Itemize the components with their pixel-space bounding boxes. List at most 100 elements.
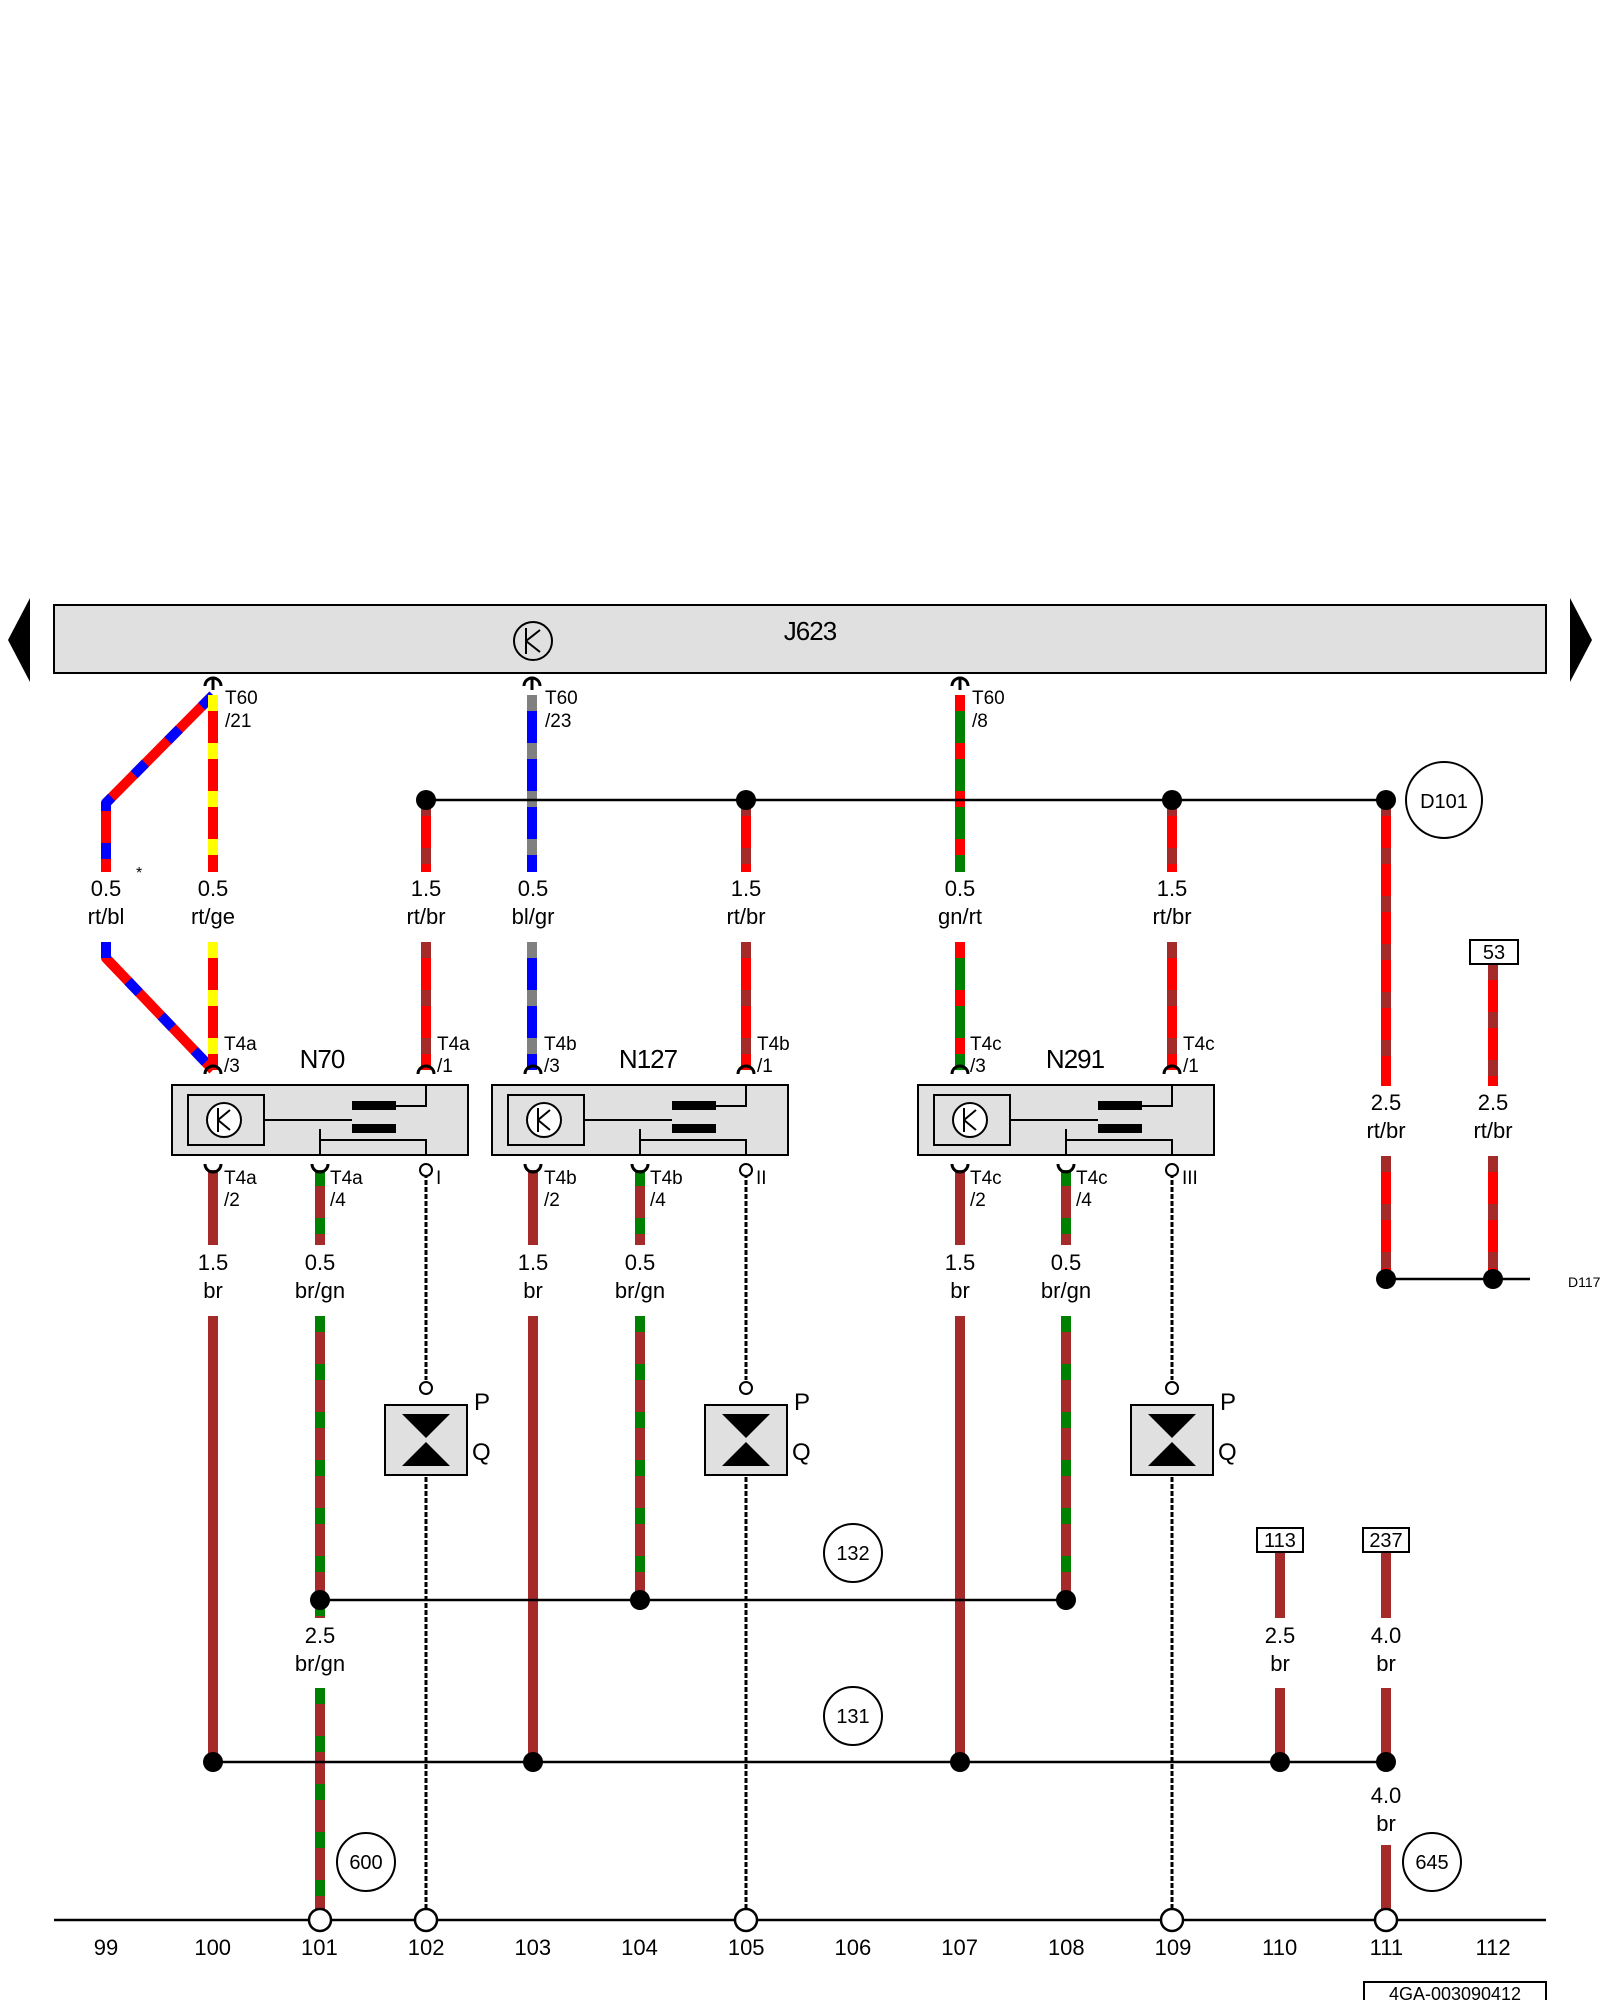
svg-text:D101: D101 [1420,791,1468,813]
svg-text:T4a: T4a [224,1034,257,1055]
ref-box-113[interactable]: 113 [1256,1527,1304,1553]
ref-box-53[interactable]: 53 [1469,939,1519,965]
svg-text:0.5: 0.5 [518,876,549,901]
prev-page-arrow-icon[interactable] [8,598,30,682]
svg-text:1.5: 1.5 [1157,876,1188,901]
wire-labels: 0.5 rt/bl * 0.5 rt/ge 1.5 rt/br 0.5 bl/g… [88,865,1513,1836]
svg-text:T4c: T4c [1076,1168,1108,1189]
svg-text:gn/rt: gn/rt [938,904,982,929]
svg-text:/1: /1 [1183,1056,1199,1077]
svg-text:br: br [523,1278,543,1303]
terminal-circles [307,1907,1399,1933]
svg-text:/2: /2 [224,1190,240,1211]
coil-output-terminals [419,1163,1179,1177]
component-n127-label: N127 [619,1044,678,1074]
svg-text:rt/bl: rt/bl [88,904,125,929]
connection-600: 600 [336,1832,396,1892]
scale-number: 111 [1370,1935,1403,1960]
coil-output-lines [424,1173,1174,1910]
svg-text:/4: /4 [1076,1190,1092,1211]
coil-output-n127-label: II [756,1168,767,1189]
svg-text:T4b: T4b [757,1034,790,1055]
scale-number: 105 [728,1935,765,1960]
svg-text:600: 600 [349,1852,382,1874]
svg-text:rt/ge: rt/ge [191,904,235,929]
svg-text:T60: T60 [225,688,258,709]
spark-plug-2 [704,1381,788,1476]
scale-number: 112 [1476,1935,1511,1960]
svg-text:131: 131 [836,1706,869,1728]
spark-plug-3 [1130,1381,1214,1476]
component-n70-label: N70 [300,1044,345,1074]
svg-text:2.5: 2.5 [1371,1090,1402,1115]
svg-text:237: 237 [1369,1530,1402,1552]
spark-plug-1-label-p: P [474,1389,490,1416]
spark-plug-2-label-p: P [794,1389,810,1416]
svg-text:0.5: 0.5 [945,876,976,901]
svg-text:br/gn: br/gn [295,1651,345,1676]
svg-text:rt/br: rt/br [726,904,765,929]
svg-text:T4a: T4a [330,1168,363,1189]
svg-text:T4c: T4c [970,1168,1002,1189]
scale-number: 108 [1048,1935,1085,1960]
svg-text:*: * [136,865,142,882]
svg-text:132: 132 [836,1543,869,1565]
svg-text:2.5: 2.5 [1478,1090,1509,1115]
svg-text:br: br [1376,1811,1396,1836]
svg-text:113: 113 [1264,1530,1296,1552]
ecu-label: J623 [784,616,837,646]
svg-text:T4a: T4a [224,1168,257,1189]
svg-text:br/gn: br/gn [295,1278,345,1303]
svg-text:1.5: 1.5 [945,1250,976,1275]
svg-text:2.5: 2.5 [1265,1623,1296,1648]
svg-text:1.5: 1.5 [198,1250,229,1275]
svg-text:br: br [1270,1651,1290,1676]
junction-dots [203,790,1503,1772]
wires-layer [101,691,1498,1910]
svg-text:/21: /21 [225,711,251,732]
svg-text:rt/br: rt/br [1473,1118,1512,1143]
svg-text:4.0: 4.0 [1371,1623,1402,1648]
coil-output-n70-label: I [436,1168,441,1189]
scale-number: 102 [408,1935,445,1960]
svg-text:/23: /23 [545,711,571,732]
svg-text:rt/br: rt/br [1366,1118,1405,1143]
svg-text:/3: /3 [970,1056,986,1077]
component-n127-box [491,1084,789,1156]
connection-131: 131 [823,1686,883,1746]
svg-text:/1: /1 [757,1056,773,1077]
ecu-j623-box [53,604,1547,674]
svg-text:rt/br: rt/br [1152,904,1191,929]
scale-number: 99 [94,1935,118,1960]
component-n70-box [171,1084,469,1156]
connection-d101: D101 [1405,761,1483,839]
next-page-arrow-icon[interactable] [1570,598,1592,682]
svg-text:4.0: 4.0 [1371,1783,1402,1808]
svg-text:1.5: 1.5 [731,876,762,901]
svg-text:T4a: T4a [437,1034,470,1055]
svg-text:T60: T60 [972,688,1005,709]
scale-number: 103 [514,1935,551,1960]
scale-number: 104 [621,1935,658,1960]
svg-text:0.5: 0.5 [198,876,229,901]
svg-text:T4b: T4b [650,1168,683,1189]
scale-number: 107 [941,1935,978,1960]
svg-text:/2: /2 [544,1190,560,1211]
svg-text:br/gn: br/gn [615,1278,665,1303]
svg-text:645: 645 [1415,1852,1448,1874]
scale-number: 106 [835,1935,872,1960]
svg-text:/4: /4 [650,1190,666,1211]
svg-text:/1: /1 [437,1056,453,1077]
svg-text:br: br [1376,1651,1396,1676]
svg-text:/8: /8 [972,711,988,732]
wire-rt-bl-lower [101,942,217,1074]
svg-text:1.5: 1.5 [518,1250,549,1275]
svg-text:0.5: 0.5 [1051,1250,1082,1275]
scale-number: 101 [301,1935,338,1960]
svg-text:4GA-003090412: 4GA-003090412 [1389,1984,1521,2000]
svg-text:br: br [203,1278,223,1303]
ref-box-237[interactable]: 237 [1362,1527,1410,1553]
wire-rt-bl-upper [101,691,217,872]
spark-plug-3-label-p: P [1220,1389,1236,1416]
